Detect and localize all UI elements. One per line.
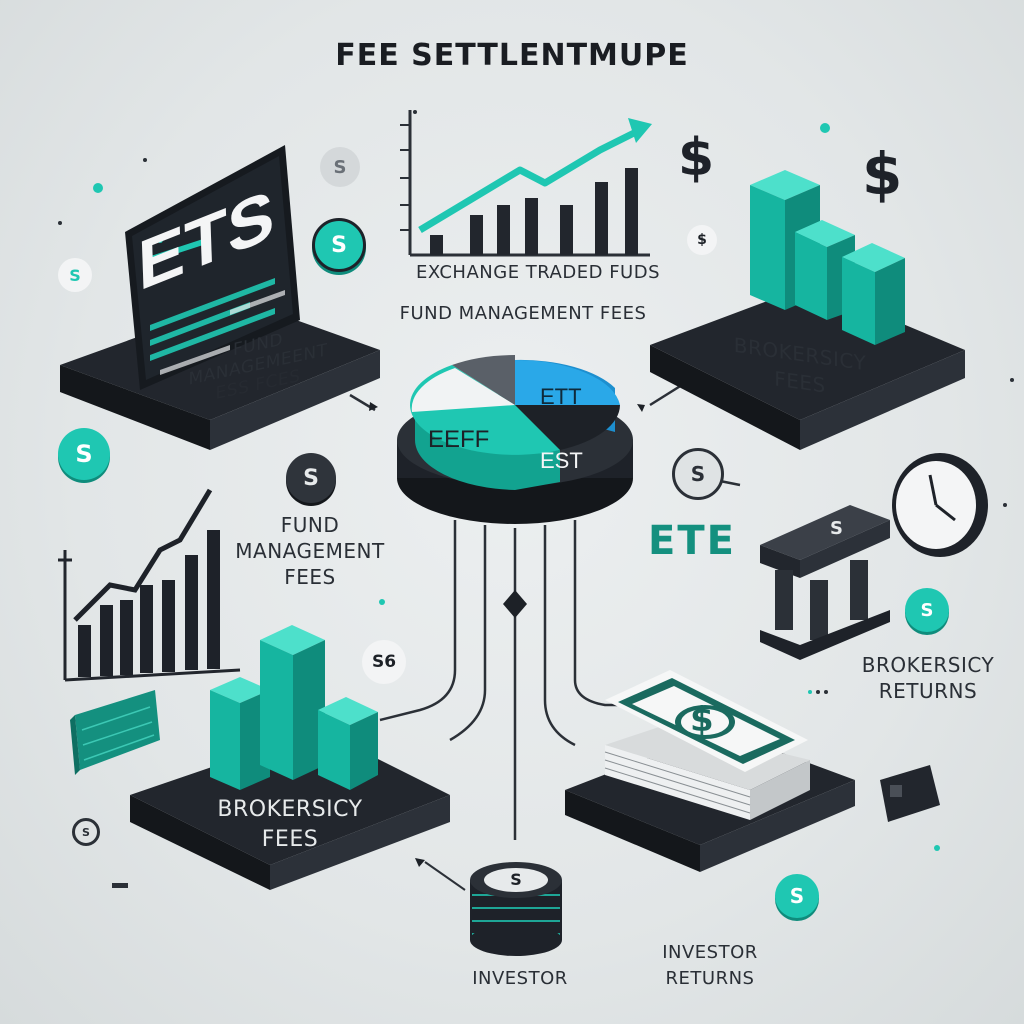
caption-line: RETURNS — [878, 679, 978, 703]
chart-mid-left — [58, 488, 241, 682]
coin-icon: S — [58, 428, 110, 480]
caption-line: BROKERSICY — [217, 797, 363, 822]
pie-label-left: EEFF — [428, 426, 490, 453]
coin-icon: S — [510, 869, 522, 889]
clock-icon — [892, 453, 988, 557]
arrow-mark-right — [637, 404, 645, 412]
diamond-marker — [503, 590, 527, 618]
pie-label-right-bottom: EST — [540, 448, 583, 473]
coin-icon: S — [286, 453, 336, 503]
pie-label-right-top: ETT — [540, 384, 582, 409]
coin-icon: S — [58, 258, 92, 292]
caption-line: FEES — [284, 565, 336, 589]
cash-bundle-left — [70, 690, 160, 775]
page-title: FEE SETTLENTMUPE — [335, 38, 689, 73]
caption-line: BROKERSICY — [861, 653, 995, 677]
bank-sign-icon: S — [830, 518, 843, 539]
caption-top-center: EXCHANGE TRADED FUDS — [415, 262, 661, 283]
subcaption-top-center: FUND MANAGEMENT FEES — [399, 303, 647, 324]
decor-marks — [58, 110, 1014, 888]
arrow-mark-bottom — [415, 858, 425, 867]
caption-line: MANAGEMENT — [235, 539, 385, 563]
coin-icon: $ — [687, 225, 717, 255]
caption-bottom-center: INVESTOR — [472, 968, 568, 989]
coin-icon: S — [905, 588, 949, 632]
caption-mid-right: BROKERSICY RETURNS — [838, 652, 1018, 704]
ete-tag: ETE — [648, 518, 736, 564]
caption-line: FUND — [280, 513, 340, 537]
coin-icon: S — [320, 147, 360, 187]
caption-line: FEES — [261, 827, 319, 852]
coin-icon: S — [775, 874, 819, 918]
caption-line: RETURNS — [665, 968, 755, 989]
dollar-sign-icon: $ — [862, 140, 903, 208]
chart-top-center — [400, 110, 652, 257]
caption-bottom-right: INVESTOR RETURNS — [630, 940, 790, 992]
decor-dots — [93, 123, 940, 851]
coin-icon: S — [672, 448, 724, 500]
badge-icon: S6 — [362, 640, 406, 684]
arrow-mark-left — [369, 402, 378, 411]
coin-icon: S — [312, 218, 366, 272]
caption-mid-left: FUND MANAGEMENT FEES — [210, 512, 410, 590]
caption-bottom-left: BROKERSICY FEES — [180, 795, 400, 855]
coin-icon: S — [72, 818, 100, 846]
monitor — [125, 145, 300, 390]
file-box-icon — [880, 765, 940, 822]
cube-group-top-right — [750, 170, 905, 345]
coin-stack — [470, 862, 562, 956]
caption-line: INVESTOR — [662, 942, 758, 963]
bank-icon — [760, 505, 890, 660]
pie-chart — [410, 355, 620, 490]
cube-group-bottom-left — [210, 625, 378, 790]
dollar-sign-icon: $ — [678, 128, 715, 188]
bill-dollar-icon: $ — [690, 700, 714, 740]
cash-stack — [604, 670, 810, 820]
